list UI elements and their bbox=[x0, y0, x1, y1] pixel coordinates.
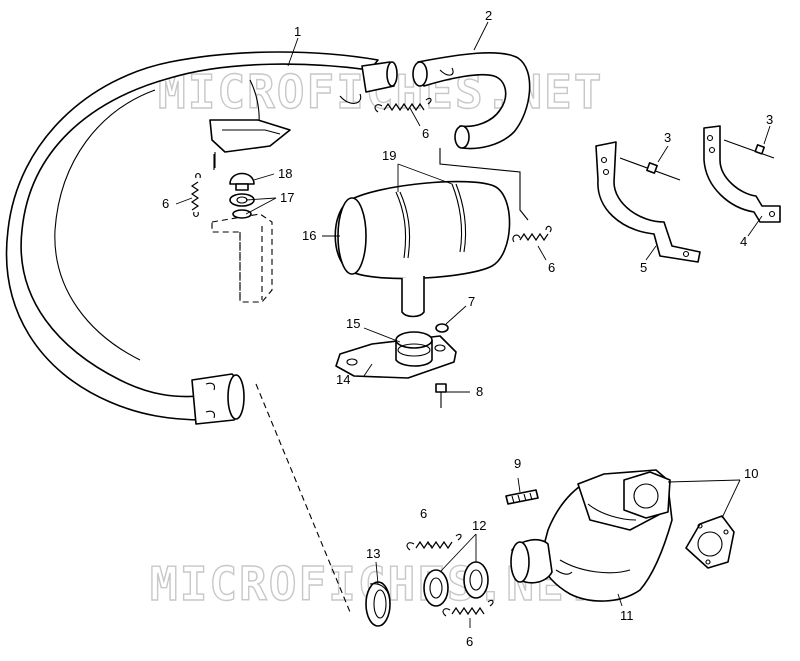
callout-11: 11 bbox=[620, 608, 634, 623]
callout-14: 14 bbox=[336, 372, 350, 387]
callout-numbers: 1 2 3 3 4 5 6 6 6 6 6 7 8 9 10 11 12 13 … bbox=[162, 8, 773, 649]
manifold-bolt bbox=[505, 489, 539, 505]
callout-6-bottom-upper: 6 bbox=[420, 506, 427, 521]
callout-7: 7 bbox=[468, 294, 475, 309]
bolt-3-left bbox=[619, 157, 681, 181]
grommet-13 bbox=[365, 581, 391, 627]
callout-18: 18 bbox=[278, 166, 292, 181]
spring-bottom-upper bbox=[406, 533, 462, 551]
bolt bbox=[435, 383, 447, 408]
spring-top bbox=[374, 97, 432, 113]
callout-9: 9 bbox=[514, 456, 521, 471]
u-pipe bbox=[412, 51, 531, 150]
routing-line-left bbox=[255, 383, 351, 613]
washer bbox=[435, 323, 449, 333]
seal-rings bbox=[423, 561, 489, 607]
callout-6-right: 6 bbox=[548, 260, 555, 275]
routing-line-right bbox=[439, 148, 529, 221]
bracket-5 bbox=[595, 141, 701, 263]
spring-right bbox=[512, 225, 552, 243]
outlet-flange bbox=[335, 331, 457, 379]
mount-block-dashed bbox=[211, 213, 273, 303]
callout-8: 8 bbox=[476, 384, 483, 399]
callout-12: 12 bbox=[472, 518, 486, 533]
callout-4: 4 bbox=[740, 234, 747, 249]
callout-6-left: 6 bbox=[162, 196, 169, 211]
bolt-3-right bbox=[723, 139, 775, 159]
callout-2: 2 bbox=[485, 8, 492, 23]
muffler bbox=[334, 180, 511, 318]
callout-6-top: 6 bbox=[422, 126, 429, 141]
leader-lines bbox=[175, 21, 771, 628]
callout-3-left: 3 bbox=[664, 130, 671, 145]
callout-17: 17 bbox=[280, 190, 294, 205]
callout-13: 13 bbox=[366, 546, 380, 561]
callout-16: 16 bbox=[302, 228, 316, 243]
callout-15: 15 bbox=[346, 316, 360, 331]
callout-6-bottom-lower: 6 bbox=[466, 634, 473, 649]
grommet-cap bbox=[229, 172, 255, 219]
callout-5: 5 bbox=[640, 260, 647, 275]
spring-bottom-lower bbox=[442, 599, 494, 617]
callout-10: 10 bbox=[744, 466, 758, 481]
spring-left bbox=[190, 172, 201, 218]
callout-1: 1 bbox=[294, 24, 301, 39]
callout-19: 19 bbox=[382, 148, 396, 163]
bracket-4 bbox=[703, 125, 781, 223]
head-pipe bbox=[5, 51, 398, 425]
exhaust-manifold bbox=[510, 469, 735, 602]
callout-3-right: 3 bbox=[766, 112, 773, 127]
